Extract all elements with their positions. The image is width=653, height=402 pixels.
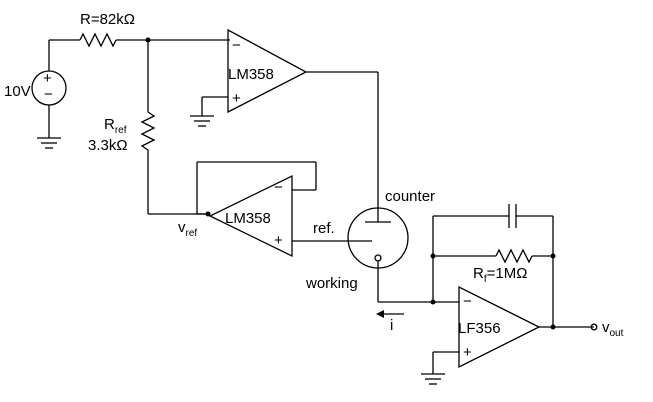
opamp-mid: − + LM358 (208, 174, 293, 258)
electrochemical-cell (347, 207, 409, 302)
svg-text:+: + (43, 70, 52, 87)
reference-resistor-name: Rref (104, 116, 127, 136)
vout-label: vout (602, 319, 624, 339)
source-ground-icon (37, 137, 61, 149)
opamp-top: − + LM358 (227, 28, 308, 114)
opamp-mid-label: LM358 (225, 210, 271, 227)
reference-electrode-label: ref. (313, 220, 335, 237)
current-label: i (390, 317, 393, 334)
junction-dot (430, 253, 436, 259)
reference-resistor-value: 3.3kΩ (88, 137, 128, 154)
svg-text:+: + (232, 90, 241, 107)
reference-resistor (140, 111, 156, 151)
feedback-capacitor (508, 204, 517, 228)
working-electrode-label: working (305, 275, 358, 292)
opamp-out-ground-icon (421, 373, 445, 385)
voltage-source: + − (31, 40, 67, 138)
current-arrow-icon (376, 310, 404, 318)
input-resistor (79, 32, 117, 48)
vref-label: vref (178, 219, 197, 239)
opamp-out-label: LF356 (458, 320, 501, 337)
svg-text:−: − (274, 179, 283, 196)
opamp-out: − + LF356 (458, 285, 541, 369)
junction-dot (550, 324, 556, 330)
feedback-resistor (495, 248, 533, 264)
source-label: 10V (4, 83, 31, 100)
opamp-top-ground-icon (190, 115, 214, 127)
opamp-top-label: LM358 (228, 66, 274, 83)
vref-node-dot (205, 211, 211, 217)
input-resistor-label: R=82kΩ (80, 11, 135, 28)
svg-text:+: + (274, 232, 283, 249)
svg-text:−: − (232, 37, 241, 54)
feedback-resistor-label: Rf=1MΩ (473, 265, 527, 285)
counter-electrode-label: counter (385, 188, 435, 205)
svg-text:−: − (44, 86, 53, 103)
junction-dot (550, 253, 556, 259)
svg-text:+: + (463, 344, 472, 361)
output-terminal (590, 323, 598, 331)
svg-text:−: − (463, 293, 472, 310)
